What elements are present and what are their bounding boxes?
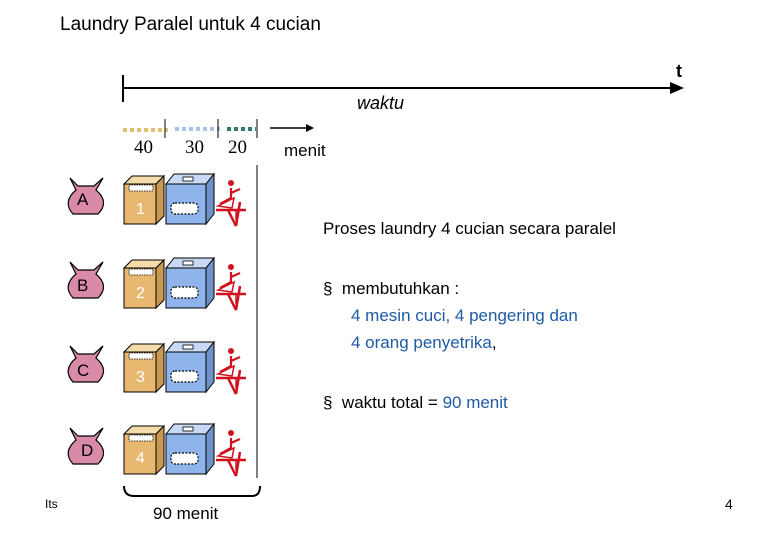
- bag-label-b: B: [77, 276, 89, 295]
- total-time-value: 90 menit: [442, 393, 508, 412]
- washer-icon: [122, 258, 166, 310]
- bag-label-d: D: [81, 441, 94, 460]
- bag-label-a: A: [77, 190, 89, 209]
- washer-number-2: 2: [136, 285, 145, 302]
- axis-time-label: waktu: [357, 93, 405, 113]
- total-time-lead: waktu total =: [341, 393, 443, 412]
- ironing-person-icon: [215, 430, 246, 477]
- wash-duration-label: 40: [134, 137, 153, 158]
- washer-number-1: 1: [136, 201, 145, 218]
- washer-number-3: 3: [136, 369, 145, 386]
- dryer-icon: [164, 422, 216, 476]
- requirements-ironers: 4 orang penyetrika: [351, 333, 492, 352]
- bullet-symbol: §: [323, 393, 333, 412]
- laundry-row-b: [67, 256, 246, 311]
- laundry-row-c: [67, 340, 246, 395]
- page-number: 4: [725, 496, 733, 512]
- washer-icon: [122, 342, 166, 394]
- ironing-person-icon: [215, 264, 246, 311]
- dryer-icon: [164, 340, 216, 394]
- axis-t-label: t: [676, 61, 682, 81]
- total-time-brace: [123, 485, 261, 497]
- dryer-icon: [164, 256, 216, 310]
- laundry-rows: [67, 172, 246, 477]
- dryer-icon: [164, 172, 216, 226]
- requirements-line-3: 4 orang penyetrika,: [351, 333, 497, 353]
- ironing-person-icon: [215, 180, 246, 227]
- menit-arrowhead: [306, 124, 314, 132]
- bullet-symbol: §: [323, 279, 333, 298]
- laundry-row-a: [67, 172, 246, 227]
- laundry-bag-icon: [67, 177, 105, 215]
- bullet-requirements: § membutuhkan :: [323, 279, 459, 299]
- description-title: Proses laundry 4 cucian secara paralel: [323, 219, 616, 238]
- bullet-total-time: § waktu total = 90 menit: [323, 393, 508, 413]
- slide-title: Laundry Paralel untuk 4 cucian: [60, 14, 321, 35]
- washer-icon: [122, 174, 166, 226]
- laundry-bag-icon: [67, 261, 105, 299]
- requirements-lead: membutuhkan :: [341, 279, 460, 298]
- bag-label-c: C: [77, 361, 90, 380]
- iron-duration-label: 20: [228, 137, 247, 158]
- laundry-row-d: [67, 422, 246, 477]
- total-time-brace-label: 90 menit: [153, 504, 219, 523]
- footer-left-label: Its: [45, 497, 58, 511]
- requirements-comma: ,: [491, 333, 497, 352]
- washer-icon: [122, 424, 166, 476]
- requirements-line-2: 4 mesin cuci, 4 pengering dan: [351, 306, 578, 325]
- axis-arrowhead: [670, 82, 684, 94]
- ironing-person-icon: [215, 348, 246, 395]
- time-axis: [122, 75, 684, 102]
- dry-duration-label: 30: [185, 137, 204, 158]
- laundry-bag-icon: [67, 427, 105, 465]
- laundry-bag-icon: [67, 345, 105, 383]
- washer-number-4: 4: [136, 450, 145, 467]
- unit-label: menit: [284, 141, 326, 160]
